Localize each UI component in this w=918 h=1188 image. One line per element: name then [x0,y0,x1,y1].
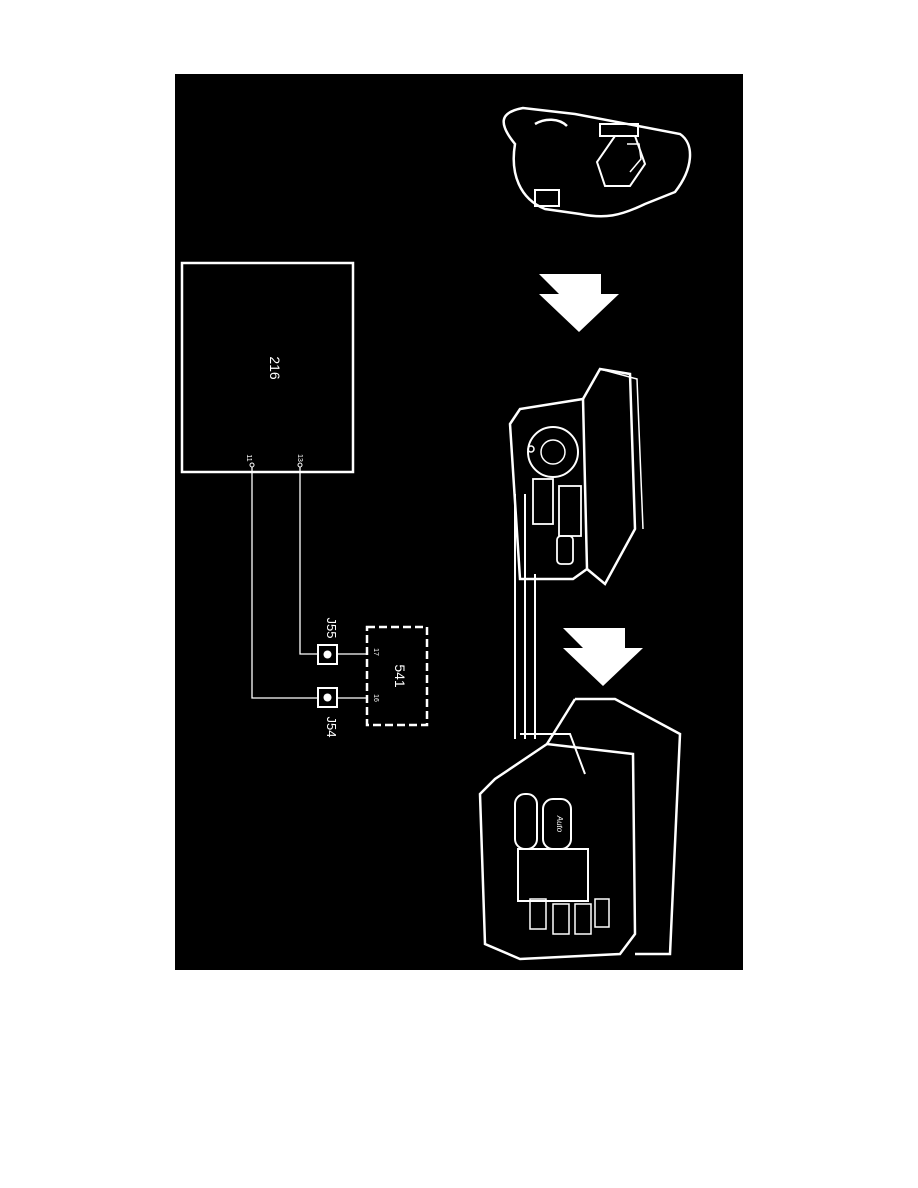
connector-j55: J55 [317,618,339,665]
connector-j55-label: J55 [324,618,339,639]
knob-connector-illustration [502,106,692,218]
pin-11-label: 11 [245,454,252,461]
wiring [251,467,367,699]
pin-13-label: 13 [296,454,303,462]
cable-strips [514,494,536,739]
module-216-label: 216 [267,356,283,380]
module-216: 216 11 13 [180,261,355,474]
wire-pin13-to-j55 [299,467,318,655]
diagram-background [175,74,743,970]
wire-pin11-to-j54 [251,467,318,699]
pin-17-label: 17 [372,648,379,656]
panel-auto-label: Auto [555,815,564,833]
climate-panel-illustration [478,697,682,961]
module-541: 541 17 16 [365,625,429,727]
wiring-diagram: 216 11 13 J55 J54 541 17 16 [175,74,743,970]
control-unit-illustration [508,367,644,586]
module-541-label: 541 [392,664,408,688]
connector-j54-label: J54 [324,717,339,738]
pin-16-label: 16 [372,694,379,702]
connector-j54: J54 [317,687,339,738]
down-arrow-icon [539,274,619,332]
down-arrow-icon [563,628,643,686]
